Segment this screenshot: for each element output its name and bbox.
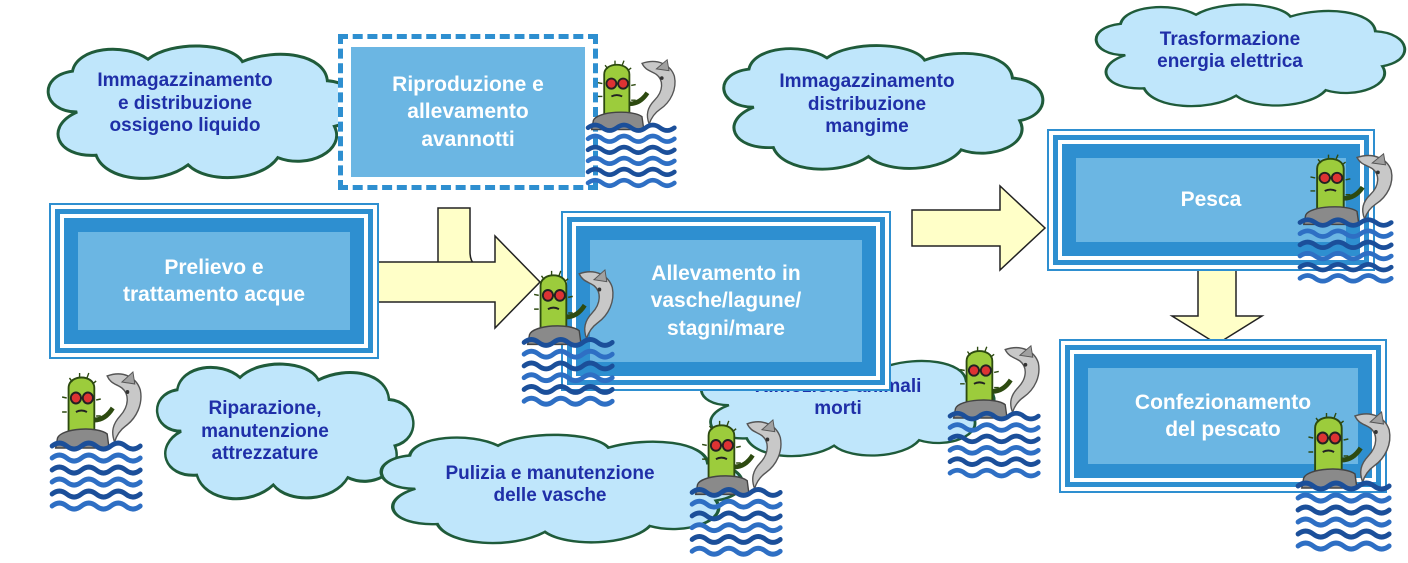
- box-fishing: Pesca: [1053, 135, 1369, 265]
- cactus-fish-water-icon: [588, 60, 675, 186]
- arrow-farming-to-fishing: [911, 184, 1047, 272]
- cloud-cleaning-text: Pulizia e manutenzione delle vasche: [445, 462, 655, 506]
- box-packaging: Confezionamento del pescato: [1065, 345, 1381, 487]
- cactus-fish-water-icon: [52, 372, 141, 509]
- box-water-intake-label: Prelievo e trattamento acque: [74, 228, 354, 334]
- cactus-fish-water-icon: [1298, 412, 1390, 549]
- cactus-fish-water-icon: [692, 420, 781, 554]
- cloud-removal-text: Rimozione animali morti: [754, 375, 922, 419]
- cloud-power-text: Trasformazione energia elettrica: [1157, 28, 1303, 72]
- cactus-fish-water-icon: [1300, 154, 1392, 281]
- cloud-feed-text: Immagazzinamento distribuzione mangime: [779, 71, 955, 138]
- box-farming-label: Allevamento in vasche/lagune/ stagni/mar…: [586, 236, 866, 366]
- box-breeding-fry: Riproduzione e allevamento avannotti: [338, 34, 598, 190]
- box-farming: Allevamento in vasche/lagune/ stagni/mar…: [567, 217, 885, 385]
- cactus-fish-water-icon: [950, 346, 1039, 476]
- cloud-oxygen-text: Immagazzinamento e distribuzione ossigen…: [97, 70, 273, 137]
- box-water-intake: Prelievo e trattamento acque: [55, 209, 373, 353]
- cloud-repair-text: Riparazione, manutenzione attrezzature: [201, 398, 329, 465]
- arrow-fishing-to-packaging: [1169, 269, 1265, 345]
- arrow-intake-to-farming: [374, 234, 542, 330]
- cactus-fish-water-icon: [524, 270, 613, 404]
- box-breeding-fry-label: Riproduzione e allevamento avannotti: [351, 47, 585, 177]
